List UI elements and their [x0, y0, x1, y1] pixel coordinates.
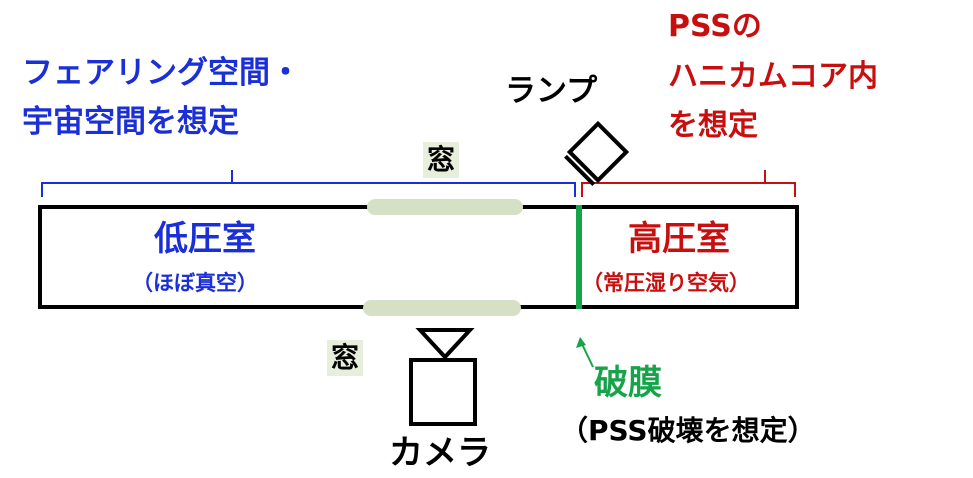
right-region-label-line3: を想定: [668, 108, 758, 143]
right-region-brace: [581, 170, 796, 197]
right-region-label-line1: PSSの: [668, 9, 762, 44]
high-pressure-title: 高圧室: [628, 219, 730, 259]
membrane-arrowhead: [576, 337, 586, 348]
camera-icon: [409, 328, 477, 426]
bottom-window-label: 窓: [327, 340, 364, 376]
membrane-label: 破膜: [594, 363, 662, 403]
lamp-icon: [564, 120, 630, 186]
membrane-note: （PSS破壊を想定）: [560, 414, 816, 447]
membrane-arrow: [581, 343, 594, 368]
right-region-label-line2: ハニカムコア内: [668, 59, 878, 94]
bottom-window: [363, 300, 521, 316]
left-region-brace: [41, 170, 576, 197]
low-pressure-subtitle: （ほぼ真空）: [132, 271, 258, 295]
top-window-label: 窓: [423, 142, 460, 178]
top-window: [367, 199, 523, 215]
left-region-label-line2: 宇宙空間を想定: [22, 104, 239, 140]
low-pressure-title: 低圧室: [154, 219, 256, 259]
camera-label: カメラ: [389, 433, 491, 473]
lamp-label: ランプ: [505, 73, 598, 109]
left-region-label-line1: フェアリング空間・: [22, 55, 301, 91]
high-pressure-subtitle: （常圧湿り空気）: [582, 271, 750, 295]
